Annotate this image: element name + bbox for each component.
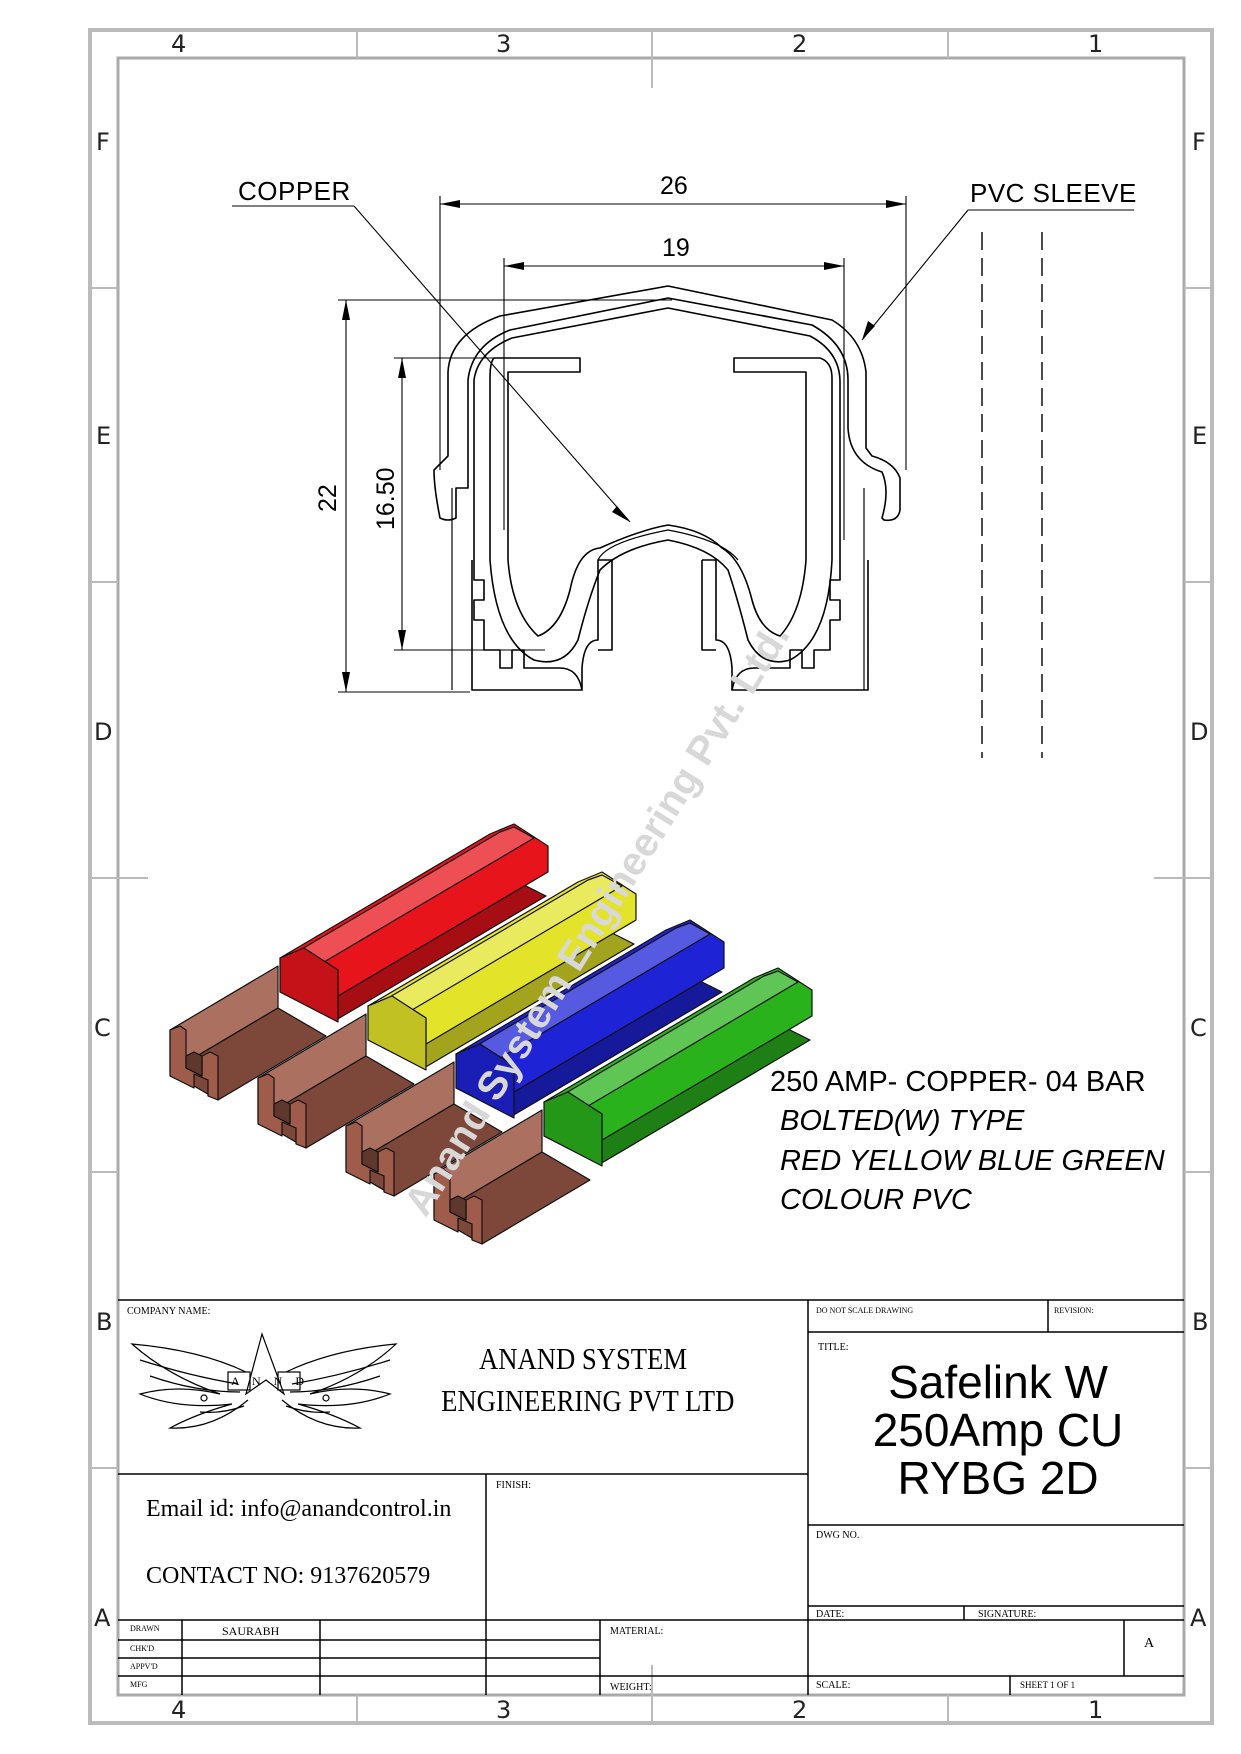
dim-outer-width: 26 — [660, 172, 688, 200]
do-not-scale-label: DO NOT SCALE DRAWING — [816, 1306, 914, 1315]
dimension-arrows — [342, 200, 906, 692]
pvc-sleeve-inner — [473, 307, 841, 560]
dim-outer-height: 22 — [314, 484, 342, 512]
zone-col-3-top: 3 — [496, 30, 512, 58]
zone-row-a-left: A — [94, 1604, 111, 1632]
copper-bar-outer — [489, 357, 833, 663]
note-line-3: RED YELLOW BLUE GREEN — [780, 1145, 1165, 1177]
revision-label: REVISION: — [1054, 1306, 1094, 1315]
company-name-label: COMPANY NAME: — [127, 1306, 211, 1317]
note-line-4: COLOUR PVC — [780, 1184, 972, 1216]
mfg-label: MFG — [130, 1680, 148, 1689]
pvc-sleeve-outer — [433, 285, 901, 522]
zone-col-2-bottom: 2 — [792, 1696, 808, 1724]
bar-green-copper-end — [433, 1169, 483, 1245]
drawn-label: DRAWN — [130, 1624, 160, 1633]
pvc-sleeve-callout: PVC SLEEVE — [970, 178, 1137, 208]
title-label: TITLE: — [818, 1342, 849, 1353]
bar-blue-copper-end — [345, 1121, 395, 1197]
zone-row-d-right: D — [1190, 718, 1209, 746]
dim-inner-width: 19 — [662, 234, 690, 262]
zone-col-1-bottom: 1 — [1088, 1696, 1104, 1724]
scale-label: SCALE: — [816, 1680, 851, 1691]
logo-text: A N N D — [231, 1374, 310, 1388]
drawing-title-line-3: RYBG 2D — [897, 1452, 1099, 1504]
material-label: MATERIAL: — [610, 1626, 664, 1637]
note-line-1: 250 AMP- COPPER- 04 BAR — [770, 1066, 1146, 1099]
contact-number: CONTACT NO: 9137620579 — [146, 1563, 431, 1589]
note-line-2: BOLTED(W) TYPE — [780, 1105, 1025, 1137]
zone-col-3-bottom: 3 — [496, 1696, 512, 1724]
bar-red-copper-channel — [185, 1051, 203, 1077]
approved-label: APPV'D — [130, 1662, 158, 1671]
sheet-size: A — [1144, 1636, 1155, 1651]
sheet-count: SHEET 1 OF 1 — [1020, 1680, 1076, 1690]
bar-yellow-end — [367, 995, 427, 1071]
drawn-by: SAURABH — [222, 1624, 280, 1638]
note-line-1-text: 250 AMP- COPPER- 04 BAR — [770, 1066, 1146, 1098]
bar-blue-copper-channel — [361, 1147, 379, 1173]
dwg-no-label: DWG NO. — [816, 1530, 860, 1541]
hidden-lines — [981, 232, 1043, 758]
zone-row-e-left: E — [96, 422, 112, 450]
zone-col-1-top: 1 — [1088, 30, 1104, 58]
company-name-line-1: ANAND SYSTEM — [478, 1341, 688, 1376]
zone-col-4-top: 4 — [171, 30, 187, 58]
zone-row-f-right: F — [1192, 128, 1206, 156]
bar-yellow-copper-channel — [273, 1099, 291, 1125]
drawing-title-line-2: 250Amp CU — [872, 1404, 1124, 1456]
pvc-body-right — [731, 560, 869, 691]
signature-label: SIGNATURE: — [978, 1609, 1037, 1620]
zone-row-d-left: D — [94, 718, 113, 746]
drawing-title: Safelink W 250Amp CU RYBG 2D — [838, 1358, 1158, 1502]
company-logo — [130, 1332, 398, 1429]
zone-ticks — [90, 30, 1212, 1723]
section-profile — [433, 285, 901, 691]
isometric-bars — [169, 823, 813, 1245]
copper-callout: COPPER — [238, 176, 351, 206]
company-name: ANAND SYSTEM ENGINEERING PVT LTD — [441, 1338, 735, 1422]
checked-label: CHK'D — [130, 1644, 155, 1653]
date-label: DATE: — [816, 1609, 845, 1620]
weight-label: WEIGHT: — [610, 1682, 652, 1693]
title-block-lines — [118, 1299, 1184, 1695]
zone-row-f-left: F — [96, 128, 110, 156]
zone-row-a-right: A — [1190, 1604, 1207, 1632]
zone-col-2-top: 2 — [792, 30, 808, 58]
zone-col-4-bottom: 4 — [171, 1696, 187, 1724]
zone-row-e-right: E — [1192, 422, 1208, 450]
bar-yellow-copper-end — [257, 1073, 307, 1149]
bar-blue-end — [455, 1043, 515, 1119]
dimension-lines — [232, 196, 1134, 693]
dim-inner-height: 16.50 — [372, 467, 400, 530]
company-name-line-2: ENGINEERING PVT LTD — [441, 1383, 735, 1418]
zone-row-b-left: B — [96, 1308, 113, 1336]
email-address: Email id: info@anandcontrol.in — [146, 1496, 452, 1522]
zone-row-b-right: B — [1192, 1308, 1209, 1336]
bar-red-copper-end — [169, 1025, 219, 1101]
drawing-title-line-1: Safelink W — [888, 1356, 1108, 1408]
zone-row-c-right: C — [1190, 1014, 1207, 1042]
finish-label: FINISH: — [496, 1480, 532, 1491]
bar-green-copper-channel — [449, 1195, 467, 1221]
zone-row-c-left: C — [94, 1014, 111, 1042]
bar-red-end — [279, 947, 339, 1023]
pvc-body-left — [471, 560, 583, 691]
bar-green-end — [543, 1091, 603, 1167]
